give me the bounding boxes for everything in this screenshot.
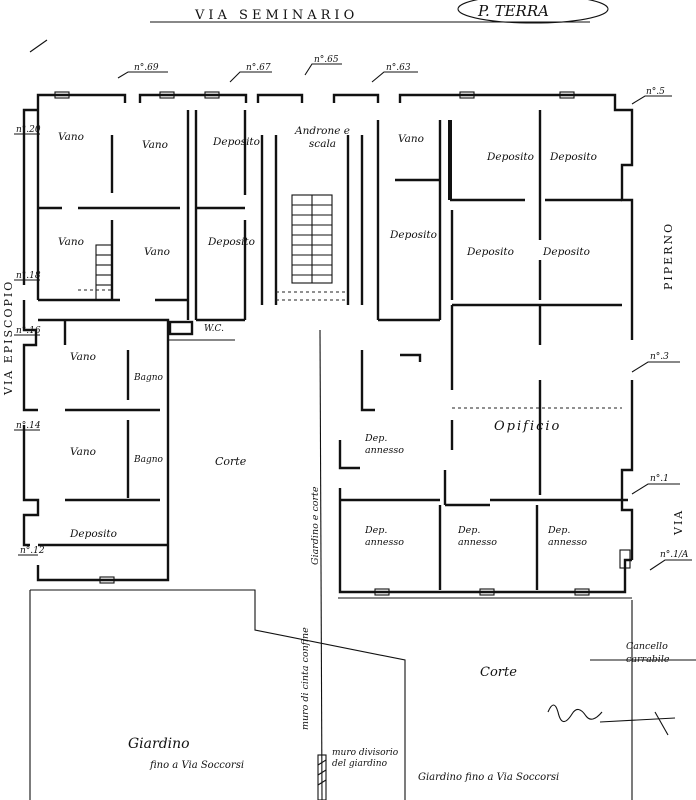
room-labels: Vano Vano Vano Vano Vano Vano Vano Depos… [58,125,597,680]
floor-title: P. TERRA [477,2,549,20]
street-top-label: VIA SEMINARIO [194,8,358,23]
room-bagno-1: Bagno [133,373,164,383]
room-corte-1: Corte [215,455,247,468]
room-deposito-6: Deposito [466,246,514,258]
divider-wall-hatch [317,754,327,800]
header: VIA SEMINARIO P. TERRA [29,0,609,53]
room-vano-1: Vano [58,131,84,143]
civic-number-12: n°.12 [20,546,45,556]
civic-number-67: n°.67 [246,63,271,73]
civic-number-leaders [14,63,692,571]
room-dep-annesso-3: Dep. annesso [458,525,497,548]
civic-number-1: n°.1 [650,474,669,484]
civic-number-1a: n°.1/A [660,550,689,560]
room-androne-wrap: Androne e scala [295,125,350,150]
room-deposito-1: Deposito [212,136,260,148]
cancello-label: Cancello carrabile [626,641,670,665]
room-deposito-4: Deposito [486,151,534,163]
small-staircase [78,244,113,301]
room-dep-annesso-3-wrap: Dep. annesso [458,525,497,548]
room-dep-annesso-2-wrap: Dep. annesso [365,525,404,548]
pen-stroke-mark [29,39,48,53]
street-left-label: VIA EPISCOPIO [2,280,15,396]
civic-number-14: n°.14 [16,421,41,431]
muro-bottom-label: muro divisorio del giardino [332,748,399,769]
civic-number-63: n°.63 [386,63,411,73]
street-right-top-label: PIPERNO [662,222,675,290]
room-dep-annesso-1-wrap: Dep. annesso [365,433,404,456]
window-ticks [54,91,631,596]
street-right-bottom-label: VIA [672,509,685,536]
street-labels: VIA EPISCOPIO PIPERNO VIA [2,222,685,536]
room-deposito-7: Deposito [542,246,590,258]
civic-number-3: n°.3 [650,352,669,362]
room-vano-5: Vano [70,351,96,363]
giardino-corte-label: Giardino e corte [310,486,321,565]
room-deposito-8: Deposito [69,528,117,540]
room-deposito-3: Deposito [389,229,437,241]
room-vano-4: Vano [144,246,170,258]
room-dep-annesso-2: Dep. annesso [365,525,404,548]
room-vano-3: Vano [58,236,84,248]
room-dep-annesso-1: Dep. annesso [365,433,404,456]
civic-number-18: n°.18 [16,271,41,281]
room-vano-6: Vano [70,446,96,458]
outer-walls [22,93,634,594]
muro-confine-label: muro di cinta confine [300,627,311,730]
civic-number-16: n°.16 [16,326,41,336]
room-wc: W.C. [204,324,224,334]
room-vano-2: Vano [142,139,168,151]
civic-number-20: n°.20 [16,125,41,135]
civic-number-69: n°.69 [134,63,159,73]
civic-numbers: n°.69 n°.67 n°.65 n°.63 n°.5 n°.20 n°.18… [16,55,689,560]
floor-title-oval [457,0,609,24]
signature-scribble [547,704,603,723]
room-dep-annesso-4: Dep. annesso [548,525,587,548]
cancello-wrap: Cancello carrabile [626,641,670,665]
room-androne: Androne e scala [295,125,350,150]
room-bagno-2: Bagno [133,455,164,465]
room-dep-annesso-4-wrap: Dep. annesso [548,525,587,548]
site-boundary [29,329,696,800]
civic-number-65: n°.65 [314,55,339,65]
civic-number-5: n°.5 [646,87,665,97]
room-deposito-5: Deposito [549,151,597,163]
main-staircase [276,194,348,301]
room-vano-7: Vano [398,133,424,145]
room-deposito-2: Deposito [207,236,255,248]
site-annotations: muro di cinta confine Giardino e corte C… [128,486,670,783]
room-corte-2: Corte [480,665,517,680]
muro-bottom-wrap: muro divisorio del giardino [332,748,399,769]
interior-walls [36,110,628,590]
giardino-left-line1: Giardino [128,736,190,752]
giardino-left-line2: fino a Via Soccorsi [149,760,244,771]
giardino-bottom-label: Giardino fino a Via Soccorsi [418,772,559,783]
room-opificio: Opificio [494,419,561,434]
